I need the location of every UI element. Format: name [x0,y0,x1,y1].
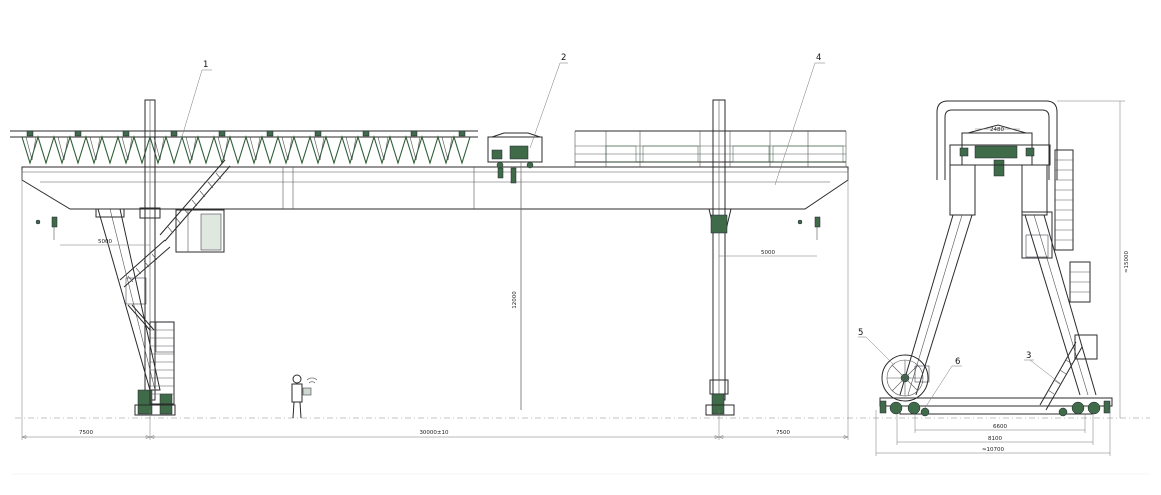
left-stairs [119,159,231,405]
side-left-leg-head [949,164,976,216]
callout-6: 6 [955,357,960,367]
callout-1: 1 [203,60,208,70]
side-base [879,397,1113,417]
walkway-handrail [574,130,847,167]
trolley [487,132,543,410]
cable-festoon [10,130,478,167]
dim-overall-width: ≈10700 [982,447,1005,453]
side-right-leg-head [1021,164,1048,216]
side-dimensions [875,100,1125,456]
callout-4: 4 [816,53,821,63]
operator-figure [291,374,318,419]
cable-reel [881,354,930,402]
side-trolley-frame [936,100,1058,180]
side-ladder [1021,149,1098,411]
callout-3: 3 [1026,351,1031,361]
side-legs [899,214,1097,396]
dim-trolley-gauge: 2480 [990,127,1004,133]
dim-wheel-base-outer: 8100 [988,436,1002,442]
front-dimensions [21,170,849,440]
callout-2: 2 [561,53,566,63]
callout-5: 5 [858,328,863,338]
dim-span: 30000±10 [419,430,449,436]
dim-left-cantilever: 7500 [79,430,93,436]
right-leg [705,99,735,416]
main-girder [21,166,849,210]
front-elevation: 7500 30000±10 7500 5000 5000 12000 1 2 4 [10,53,1150,440]
dim-left-inner: 5000 [98,239,112,245]
dim-wheel-base-inner: 6600 [993,424,1007,430]
side-elevation: ≈15000 2480 6600 8100 ≈10700 5 6 3 [858,100,1130,456]
dim-total-height: ≈15000 [1124,250,1130,273]
dim-right-inner: 5000 [761,250,775,256]
dim-right-cantilever: 7500 [776,430,790,436]
lamps [35,216,821,240]
dim-lift-height: 12000 [512,291,518,309]
